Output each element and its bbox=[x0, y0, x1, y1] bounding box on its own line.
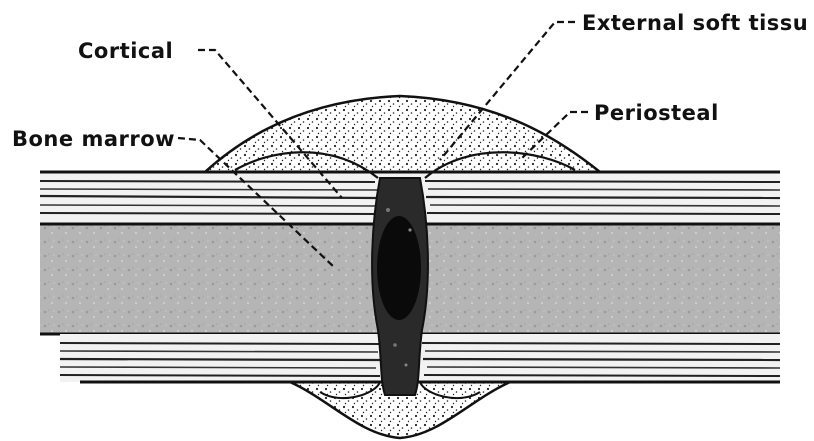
label-periosteal: Periosteal bbox=[594, 101, 719, 125]
label-bone-marrow: Bone marrow bbox=[12, 127, 175, 151]
fracture-hematoma bbox=[372, 178, 428, 395]
label-cortical: Cortical bbox=[78, 39, 173, 63]
label-external-soft-tissue: External soft tissu bbox=[582, 11, 808, 35]
